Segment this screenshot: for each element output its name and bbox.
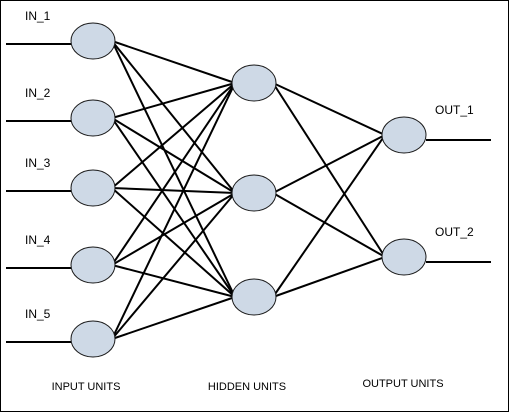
connection-in1-hid1 xyxy=(111,40,236,84)
units xyxy=(70,22,427,358)
connection-hid1-out1 xyxy=(272,82,386,136)
hidden-unit-2 xyxy=(231,174,277,212)
connection-in2-hid2 xyxy=(111,117,236,194)
output-label-2: OUT_2 xyxy=(435,225,474,239)
connection-hid2-out2 xyxy=(272,192,386,258)
connection-in3-hid3 xyxy=(111,187,236,298)
input-unit-1 xyxy=(70,22,116,60)
connection-in5-hid2 xyxy=(111,192,236,340)
connection-hid2-out1 xyxy=(272,134,386,194)
input-unit-4 xyxy=(70,246,116,284)
connection-in4-hid2 xyxy=(111,192,236,266)
connection-hid3-out2 xyxy=(272,256,386,298)
output-label-1: OUT_1 xyxy=(435,103,474,117)
connection-in1-hid3 xyxy=(111,40,236,298)
connections xyxy=(111,40,386,340)
connection-in3-hid2 xyxy=(111,187,236,194)
hidden-unit-1 xyxy=(231,64,277,102)
output-unit-2 xyxy=(381,238,427,276)
connection-hid1-out2 xyxy=(272,82,386,258)
hidden-unit-3 xyxy=(231,278,277,316)
connection-hid3-out1 xyxy=(272,134,386,298)
input-label-3: IN_3 xyxy=(25,156,51,170)
connection-in2-hid3 xyxy=(111,117,236,298)
connection-in3-hid1 xyxy=(111,82,236,189)
output-units-label: OUTPUT UNITS xyxy=(362,378,443,390)
input-label-4: IN_4 xyxy=(25,233,51,247)
input-label-2: IN_2 xyxy=(25,86,51,100)
connection-in4-hid3 xyxy=(111,264,236,298)
output-unit-1 xyxy=(381,116,427,154)
input-label-5: IN_5 xyxy=(25,307,51,321)
input-label-1: IN_1 xyxy=(25,9,51,23)
input-units-label: INPUT UNITS xyxy=(52,381,121,393)
hidden-units-label: HIDDEN UNITS xyxy=(208,381,286,393)
connection-in4-hid1 xyxy=(111,82,236,266)
connection-in5-hid3 xyxy=(111,296,236,340)
io-lines xyxy=(6,43,491,343)
input-unit-5 xyxy=(70,320,116,358)
connection-in1-hid2 xyxy=(111,40,236,194)
connection-in5-hid1 xyxy=(111,82,236,340)
input-unit-3 xyxy=(70,169,116,207)
input-unit-2 xyxy=(70,99,116,137)
connection-in2-hid1 xyxy=(111,82,236,119)
